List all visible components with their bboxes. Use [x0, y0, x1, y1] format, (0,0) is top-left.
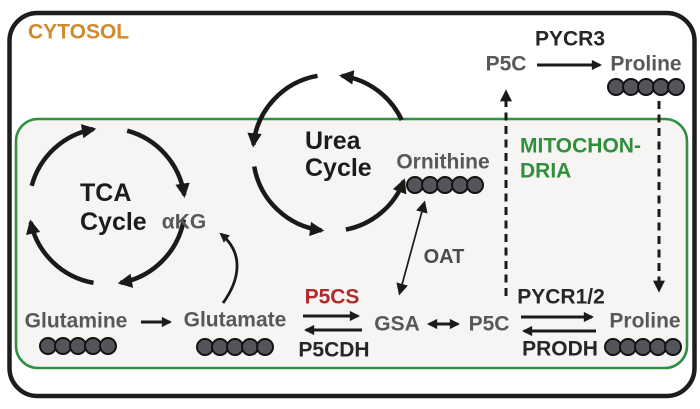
urea-cycle-arrows	[247, 70, 407, 237]
prodh-label: PRODH	[522, 338, 598, 361]
proline-cytosol-label: Proline	[610, 53, 681, 76]
bead	[99, 337, 117, 355]
tca-arc-nw	[29, 124, 97, 187]
tca-arc-ne	[126, 128, 190, 198]
proline-cytosol-beads	[607, 78, 685, 96]
tca-cycle-arrows	[26, 124, 190, 288]
cytosol-label: CYTOSOL	[28, 21, 129, 44]
bead	[637, 78, 655, 96]
bead	[256, 338, 274, 356]
glutamine-beads	[39, 337, 117, 355]
p5c-mito-label: P5C	[469, 313, 510, 336]
bead	[39, 337, 57, 355]
oat-label: OAT	[424, 246, 465, 268]
bead	[607, 78, 625, 96]
p5cs-label: P5CS	[305, 286, 360, 309]
bead	[54, 337, 72, 355]
bead	[84, 337, 102, 355]
proline-mito-label: Proline	[609, 310, 680, 333]
p5cdh-label: P5CDH	[298, 339, 369, 362]
bead	[649, 338, 667, 356]
mitochondria-membrane	[14, 117, 689, 370]
bead	[69, 337, 87, 355]
urea-cycle-label-line2: Cycle	[305, 154, 372, 182]
tca-cycle-label-line1: TCA	[80, 179, 131, 207]
bead	[664, 338, 682, 356]
bead	[466, 176, 484, 194]
glutamate-label: Glutamate	[184, 309, 287, 332]
pycr12-label: PYCR1/2	[517, 286, 605, 309]
bead	[652, 78, 670, 96]
urea-arc-se-to-ornithine	[345, 178, 407, 232]
tca-cycle-label-line2: Cycle	[80, 208, 147, 236]
mitochondria-label-line1: MITOCHON-	[520, 135, 641, 158]
gsa-label: GSA	[374, 313, 420, 336]
bead	[226, 338, 244, 356]
bead	[619, 338, 637, 356]
oat-reaction-arrow	[396, 200, 428, 296]
urea-arc-nw	[247, 73, 318, 148]
urea-arc-sw	[251, 166, 325, 237]
pycr3-label: PYCR3	[535, 28, 605, 51]
bead	[196, 338, 214, 356]
mitochondria-label-line2: DRIA	[520, 160, 571, 183]
bead	[451, 176, 469, 194]
glutamate-to-akg-arrow	[219, 232, 239, 304]
ornithine-beads	[406, 176, 484, 194]
bead	[436, 176, 454, 194]
cytosol-membrane	[7, 10, 697, 399]
bead	[406, 176, 424, 194]
bead	[634, 338, 652, 356]
glutamate-beads	[196, 338, 274, 356]
bead	[604, 338, 622, 356]
urea-arc-ne	[339, 70, 404, 121]
bead	[667, 78, 685, 96]
ornithine-label: Ornithine	[396, 151, 489, 174]
akg-label: αKG	[162, 211, 206, 234]
bead	[622, 78, 640, 96]
bead	[211, 338, 229, 356]
urea-cycle-label-line1: Urea	[305, 127, 362, 155]
tca-arc-se	[117, 219, 187, 288]
proline-mito-beads	[604, 338, 682, 356]
tca-arc-sw	[26, 219, 94, 286]
glutamine-label: Glutamine	[25, 310, 128, 333]
bead	[241, 338, 259, 356]
p5c-cytosol-label: P5C	[486, 53, 527, 76]
bead	[421, 176, 439, 194]
